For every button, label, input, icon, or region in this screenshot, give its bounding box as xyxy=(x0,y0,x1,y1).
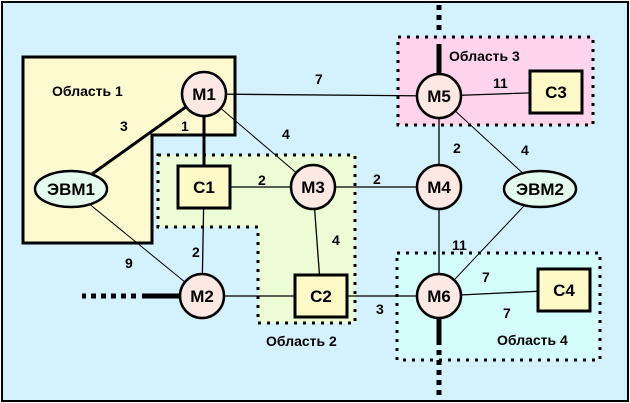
edge-weight-c1-m3: 2 xyxy=(258,172,266,188)
node-m2[interactable]: M2 xyxy=(178,272,226,320)
node-m6[interactable]: M6 xyxy=(415,272,463,320)
node-m1-shape xyxy=(180,70,228,118)
edge-weight-c1-m2: 2 xyxy=(192,244,200,260)
node-m2-shape xyxy=(178,272,226,320)
edge-weight-m3-c2: 4 xyxy=(332,232,340,248)
node-m3[interactable]: M3 xyxy=(289,163,337,211)
node-evm1[interactable]: ЭВМ1 xyxy=(33,169,109,209)
node-c2-label: C2 xyxy=(310,287,332,306)
external-links-layer xyxy=(82,2,442,401)
node-evm2-shape xyxy=(502,169,578,209)
node-m1[interactable]: M1 xyxy=(180,70,228,118)
edge-m1-m5 xyxy=(203,93,440,97)
edge-weight-m1-evm1: 3 xyxy=(120,118,128,134)
node-c3[interactable]: C3 xyxy=(528,69,584,115)
edge-m1-m3 xyxy=(203,93,314,188)
edge-weight-m5-evm2: 4 xyxy=(521,142,529,158)
edge-weight-m5-m4: 2 xyxy=(453,140,461,156)
edge-weight-evm1-m2: 9 xyxy=(125,255,133,271)
edge-weight-m5-c3: 11 xyxy=(493,75,508,91)
node-m2-label: M2 xyxy=(190,287,214,306)
edge-weight-m4-m6: 11 xyxy=(452,237,467,253)
edge-evm2-m6 xyxy=(438,188,541,297)
node-m4-shape xyxy=(415,163,463,211)
edge-weight-m1-m3: 4 xyxy=(282,126,290,142)
node-m1-label: M1 xyxy=(192,85,216,104)
edge-weight-m3-m4: 2 xyxy=(373,171,381,187)
node-evm2[interactable]: ЭВМ2 xyxy=(502,169,578,209)
node-c2[interactable]: C2 xyxy=(293,273,349,319)
node-m6-label: M6 xyxy=(427,287,451,306)
edge-weight-evm2-m6: 7 xyxy=(482,269,490,285)
node-c2-shape xyxy=(293,273,349,319)
node-c1-shape xyxy=(176,164,232,210)
node-m5-shape xyxy=(415,72,463,120)
node-evm2-label: ЭВМ2 xyxy=(516,180,564,199)
area-4-label: Область 4 xyxy=(497,332,568,348)
node-m3-label: M3 xyxy=(301,178,325,197)
area-1-label: Область 1 xyxy=(52,83,123,99)
edge-m1-evm1 xyxy=(70,92,205,191)
weights-layer: 3 1 7 4 2 2 9 2 4 3 11 2 4 11 7 7 xyxy=(120,71,529,321)
edge-weight-m1-m5: 7 xyxy=(315,71,323,87)
node-c1[interactable]: C1 xyxy=(176,164,232,210)
node-m5-label: M5 xyxy=(427,87,451,106)
node-c4-shape xyxy=(536,267,592,313)
node-c3-label: C3 xyxy=(545,83,567,102)
node-m4[interactable]: M4 xyxy=(415,163,463,211)
area-3-label: Область 3 xyxy=(449,48,520,64)
edge-weight-m1-c1: 1 xyxy=(181,118,189,134)
node-c4[interactable]: C4 xyxy=(536,267,592,313)
node-c1-label: C1 xyxy=(193,178,215,197)
node-evm1-label: ЭВМ1 xyxy=(47,180,95,199)
edge-weight-c2-m6: 3 xyxy=(376,301,384,317)
edge-evm1-m2 xyxy=(70,188,203,297)
edge-weight-m6-c4: 7 xyxy=(503,305,511,321)
node-m6-shape xyxy=(415,272,463,320)
node-c3-shape xyxy=(528,69,584,115)
node-m3-shape xyxy=(289,163,337,211)
node-m4-label: M4 xyxy=(427,178,451,197)
node-c4-label: C4 xyxy=(553,281,575,300)
area-2-label: Область 2 xyxy=(266,333,337,349)
node-m5[interactable]: M5 xyxy=(415,72,463,120)
node-evm1-shape xyxy=(33,169,109,209)
